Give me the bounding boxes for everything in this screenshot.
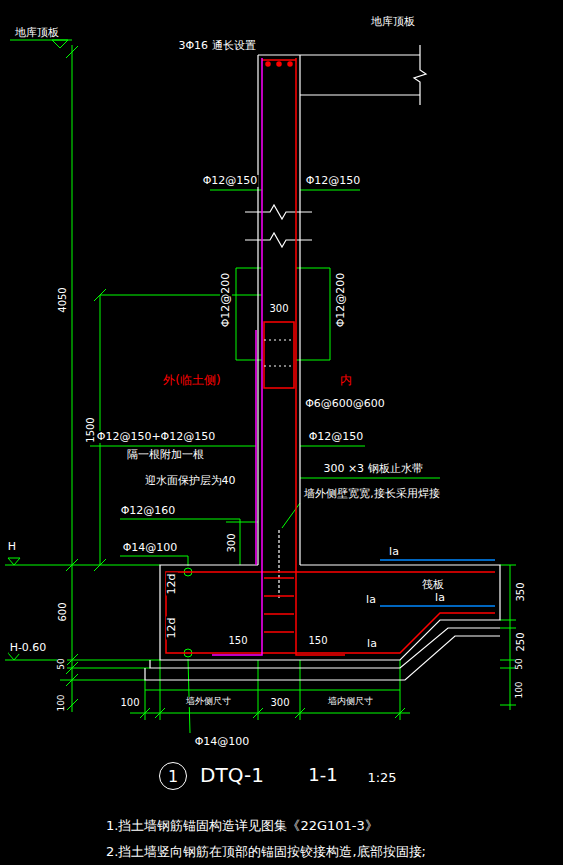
drawing-label: DTQ-1 — [199, 764, 265, 786]
drawing-label: 1:25 — [366, 771, 397, 785]
drawing-label: la — [366, 638, 378, 650]
drawing-label: 350 — [515, 581, 526, 602]
drawing-label: 外(临土侧) — [162, 374, 221, 387]
drawing-label: 150 — [227, 635, 248, 646]
drawing-label: 300 — [269, 697, 290, 708]
dimension-lines — [5, 40, 516, 733]
rebar — [166, 58, 495, 655]
drawing-label: Φ12@200 — [220, 272, 232, 329]
drawing-label: 2.挡土墙竖向钢筋在顶部的锚固按铰接构造,底部按固接; — [105, 845, 427, 859]
drawing-label: 1.挡土墙钢筋锚固构造详见图集《22G101-3》 — [105, 819, 379, 833]
drawing-label: 100 — [57, 693, 67, 712]
drawing-label: 内 — [339, 374, 353, 387]
drawing-label: Φ12@150+Φ12@150 — [96, 431, 217, 443]
drawing-label: 迎水面保护层为40 — [144, 475, 237, 487]
drawing-label: la — [388, 546, 400, 558]
drawing-label: 隔一根附加一根 — [126, 449, 205, 461]
drawing-label: la — [434, 592, 446, 604]
raft-rebar — [380, 560, 495, 606]
drawing-label: 150 — [307, 635, 328, 646]
drawing-label: 4050 — [57, 286, 68, 313]
section-callout-circle: 1 — [159, 762, 187, 790]
drawing-label: 3Φ16 通长设置 — [177, 40, 256, 52]
drawing-label: Φ14@100 — [194, 736, 251, 748]
outer-rebar — [212, 58, 262, 655]
drawing-label: 地库顶板 — [14, 27, 60, 39]
drawing-label: 筏板 — [421, 579, 445, 591]
drawing-label: 12d — [166, 617, 178, 640]
drawing-label: Φ6@600@600 — [304, 398, 386, 410]
drawing-label: 地库顶板 — [370, 16, 416, 28]
drawing-label: 50 — [515, 657, 525, 670]
drawing-label: 墙外侧尺寸 — [185, 697, 232, 707]
drawing-label: 墙内侧尺寸 — [327, 697, 374, 707]
drawing-label: la — [365, 594, 377, 606]
drawing-label: 1-1 — [307, 765, 338, 785]
concrete-outline — [145, 45, 500, 680]
drawing-label: 300 — [226, 532, 237, 553]
drawing-label: H — [7, 541, 17, 553]
drawing-label: 300 ×3 钢板止水带 — [322, 463, 423, 475]
drawing-label: Φ12@200 — [335, 272, 347, 329]
drawing-label: 100 — [119, 697, 140, 708]
drawing-label: 100 — [515, 680, 525, 699]
drawing-label: 1500 — [85, 416, 96, 443]
drawing-label: 600 — [57, 601, 68, 622]
callout-number: 1 — [168, 767, 178, 786]
drawing-label: H-0.60 — [9, 642, 48, 654]
drawing-label: 墙外侧壁宽宽,接长采用焊接 — [303, 488, 441, 500]
drawing-label: 50 — [57, 657, 67, 670]
drawing-label: 250 — [515, 631, 526, 652]
drawing-label: 12d — [166, 573, 178, 596]
drawing-label: Φ12@150 — [305, 175, 362, 187]
drawing-label: Φ12@150 — [308, 431, 365, 443]
distribution-bars — [264, 340, 294, 366]
drawing-label: Φ12@150 — [202, 175, 259, 187]
drawing-label: Φ14@100 — [122, 542, 179, 554]
drawing-label: Φ12@160 — [120, 505, 177, 517]
drawing-label: 300 — [268, 303, 289, 314]
